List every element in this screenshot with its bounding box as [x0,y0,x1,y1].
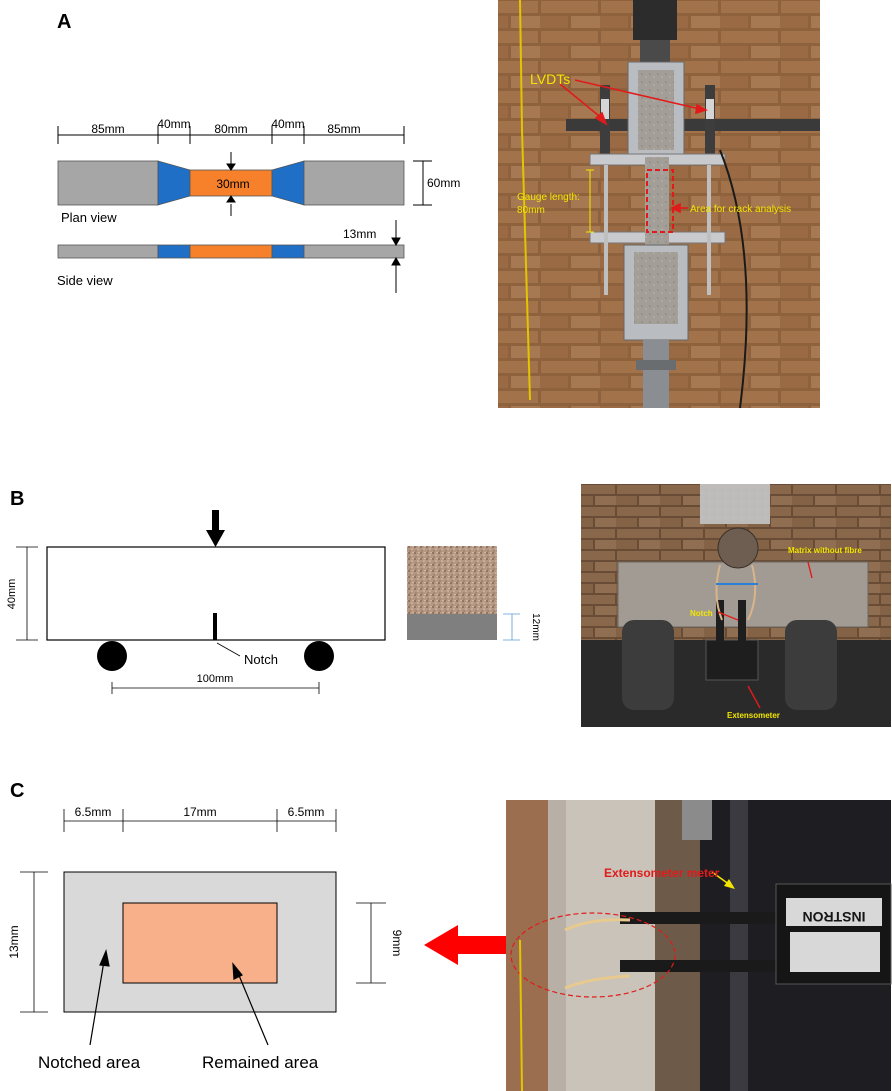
photo-a-tensile-test [498,0,820,409]
center-width-label: 30mm [216,177,249,191]
dim-label-40mm-left: 40mm [157,117,190,131]
thickness-label: 13mm [343,227,376,241]
height-dimension [413,160,432,206]
panel-a-letter: A [57,11,71,33]
photo-a-lvdt-label: LVDTs [530,71,570,87]
dim-label-80mm: 80mm [214,122,247,136]
photo-a-crack-label: Area for crack analysis [690,204,791,215]
dim-label-40mm-right: 40mm [271,117,304,131]
side-view-label: Side view [57,273,113,288]
side-view-specimen [57,244,405,259]
photo-a-gauge-label-1: Gauge length: [517,192,580,203]
thickness-arrows [391,220,401,293]
center-width-arrows [226,152,236,216]
height-label: 60mm [427,176,460,190]
dim-label-85mm-left: 85mm [91,122,124,136]
dim-label-85mm-right: 85mm [327,122,360,136]
photo-a-gauge-label-2: 80mm [517,205,545,216]
top-dimension-line [57,126,405,144]
plan-view-specimen [57,160,405,206]
plan-view-label: Plan view [61,210,117,225]
